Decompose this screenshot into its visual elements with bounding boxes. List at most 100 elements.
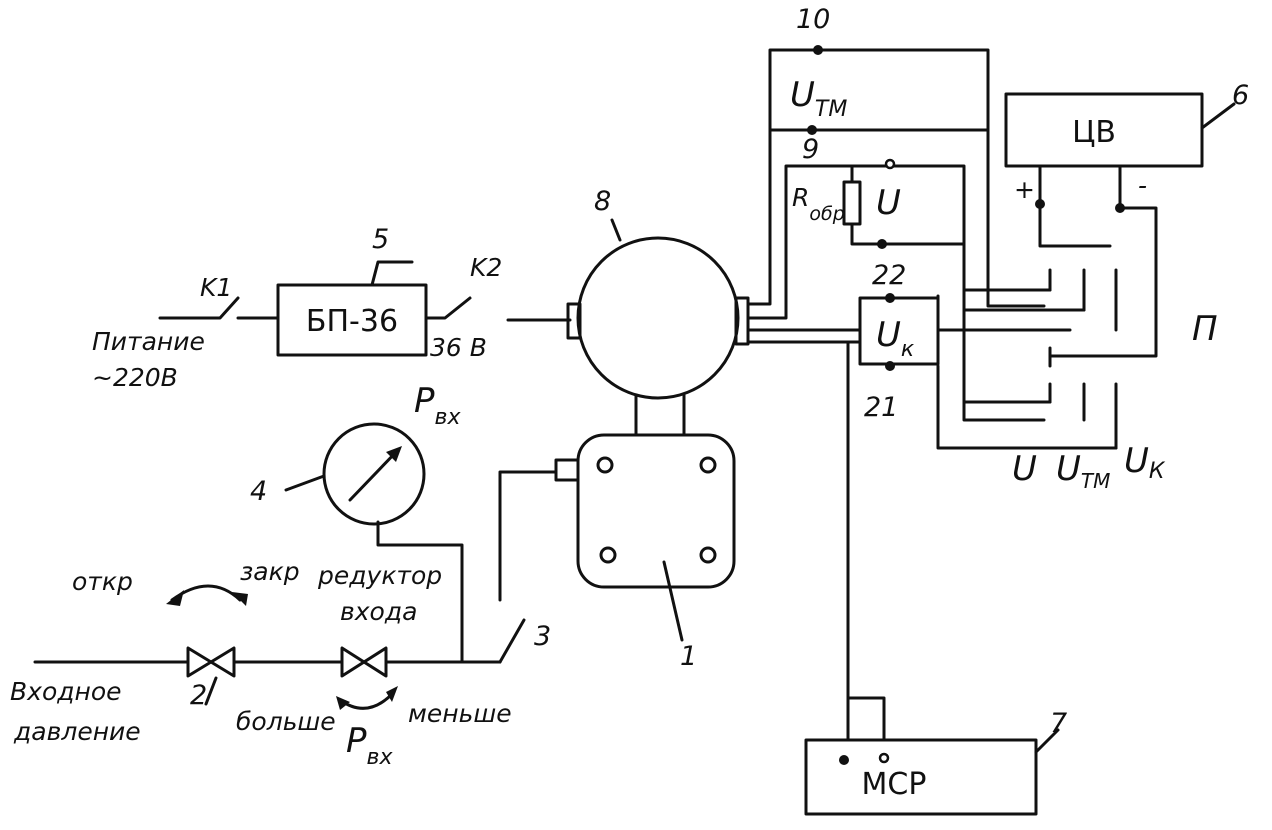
- sensor-leader: [662, 560, 684, 642]
- p-inlet-gauge: Pвх: [414, 381, 461, 430]
- arrow-head: [386, 686, 398, 702]
- valve-inlet-2: [186, 646, 236, 678]
- u-tm-label: UТМ: [790, 75, 847, 122]
- terminal-u-dot: [877, 239, 887, 249]
- bolt-hole: [599, 546, 617, 564]
- k2-label: K2: [470, 253, 502, 282]
- dv-box-label: ЦВ: [1072, 115, 1116, 150]
- digital-voltmeter-box: [1004, 92, 1204, 168]
- reducer-label-line1: редуктор: [317, 561, 442, 590]
- wire-to-msr: [846, 696, 886, 742]
- bottom-utm-label: UТМ: [1056, 449, 1110, 493]
- pipeline: 2 3 откр закр редуктор входа Входное дав…: [10, 470, 558, 770]
- plus-label: +: [1014, 175, 1035, 204]
- close-label: закр: [240, 557, 300, 586]
- switch-k2: [424, 296, 472, 320]
- bolt-hole: [699, 546, 717, 564]
- sensor-inlet-port: [554, 458, 580, 482]
- msr-number: 7: [1050, 708, 1067, 739]
- minus-label: -: [1138, 171, 1147, 200]
- dv-plus-wire: [1038, 164, 1112, 248]
- valve-reducer: [340, 646, 388, 678]
- u-label: U: [876, 183, 901, 223]
- pipe-to-sensor: [498, 470, 558, 602]
- valve-2-leader: [204, 676, 218, 706]
- terminal-dot: [884, 158, 896, 170]
- valve-2-number: 2: [190, 680, 207, 711]
- resistor-lead-bottom: [850, 222, 966, 246]
- psu-number: 5: [372, 224, 389, 255]
- msr-unit: МСР 7: [804, 340, 1067, 816]
- arrow-head: [336, 696, 350, 710]
- terminal-9-label: 9: [802, 134, 819, 165]
- msr-terminal: [878, 752, 890, 764]
- wire-terminal-10: [746, 48, 1046, 308]
- msr-box: [804, 738, 1038, 816]
- gauge-needle-tip: [386, 446, 402, 462]
- psu-box-label: БП-36: [306, 304, 398, 339]
- psu-box: [276, 283, 428, 357]
- dv-leader: [1200, 102, 1236, 130]
- bottom-u-label: U: [1012, 449, 1037, 489]
- reducer-label-line2: входа: [340, 597, 417, 626]
- terminal-22-label: 22: [872, 260, 906, 291]
- wire-uk-to-switch: [936, 294, 1072, 332]
- msr-box-label: МСР: [862, 767, 927, 802]
- pipe-to-gauge: [376, 520, 464, 664]
- bolt-hole: [596, 456, 614, 474]
- sensor-assembly: 1 8: [554, 186, 750, 672]
- dv-minus-wire: [1048, 164, 1158, 358]
- control-circuit: 10 9 UТМ Rобр U Uк 22 21 ЦВ 6 + -: [746, 4, 1249, 493]
- p-inlet-bottom: Pвх: [346, 721, 393, 770]
- less-label: меньше: [408, 699, 512, 728]
- dv-number: 6: [1232, 80, 1249, 111]
- switch-3: [498, 618, 526, 664]
- bottom-uk-label: UК: [1124, 441, 1166, 484]
- terminal-10-label: 10: [796, 4, 830, 35]
- msr-leader: [1034, 728, 1060, 754]
- gauge-needle: [348, 448, 400, 502]
- pressure-gauge-4: 4 Pвх: [250, 381, 461, 526]
- terminal-9-dot: [807, 125, 817, 135]
- output-voltage-label: 36 В: [430, 333, 487, 362]
- sensor-head-8: [576, 236, 740, 400]
- dv-minus-terminal: [1115, 203, 1125, 213]
- bolt-hole: [699, 456, 717, 474]
- switch-3-number: 3: [534, 621, 551, 652]
- more-label: больше: [236, 707, 336, 736]
- supply-label-line1: Питание: [92, 327, 205, 356]
- gauge-dial: [322, 422, 426, 526]
- arrow-head: [166, 590, 184, 606]
- head-leader: [610, 218, 622, 242]
- inlet-pressure-line1: Входное: [10, 677, 122, 706]
- terminal-22-dot: [885, 293, 895, 303]
- dv-plus-terminal: [1035, 199, 1045, 209]
- terminal-10-dot: [813, 45, 823, 55]
- switch-p-contacts: [962, 268, 1118, 450]
- power-section: БП-36 5 K1 K2 Питание ~220В 36 В: [92, 224, 572, 392]
- terminal-21-dot: [885, 361, 895, 371]
- r-label: Rобр: [792, 183, 845, 225]
- head-connector-left: [566, 302, 582, 340]
- msr-terminal: [839, 755, 849, 765]
- switch-k1: [158, 296, 240, 320]
- resistor-r: [842, 180, 862, 226]
- psu-leader: [370, 260, 414, 287]
- head-connector-right: [734, 296, 750, 346]
- sensor-number: 1: [680, 641, 697, 672]
- supply-label-line2: ~220В: [92, 363, 178, 392]
- arrow-head: [232, 592, 248, 606]
- gauge-leader: [284, 474, 326, 492]
- more-less-arrow: [338, 690, 396, 710]
- terminal-21-label: 21: [864, 392, 898, 423]
- k1-label: K1: [200, 273, 232, 302]
- switch-p-label: П: [1192, 309, 1218, 349]
- head-number: 8: [594, 186, 611, 217]
- inlet-pressure-line2: давление: [13, 717, 141, 746]
- sensor-body-1: [576, 433, 736, 589]
- uk-label: Uк: [876, 315, 915, 362]
- wire-uk-to-switch: [936, 364, 1118, 450]
- open-label: откр: [72, 567, 133, 596]
- gauge-number: 4: [250, 476, 267, 507]
